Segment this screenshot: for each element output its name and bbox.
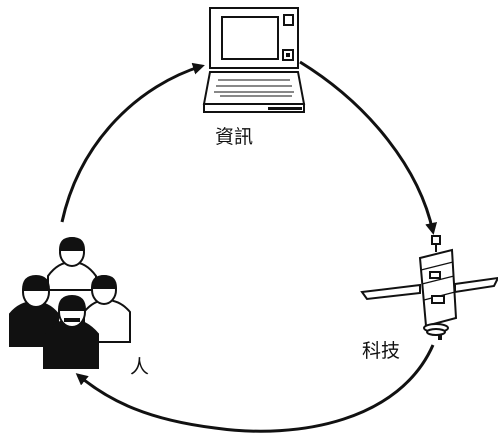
satellite-icon xyxy=(360,235,498,340)
label-info: 資訊 xyxy=(215,126,254,148)
arrow-people-to-info xyxy=(60,62,205,223)
arrow-info-to-tech xyxy=(299,60,438,235)
computer-icon xyxy=(202,7,306,113)
people-icon xyxy=(9,236,131,369)
label-people: 人 xyxy=(130,356,150,378)
label-tech: 科技 xyxy=(362,340,401,362)
arrow-tech-to-people xyxy=(75,344,435,433)
